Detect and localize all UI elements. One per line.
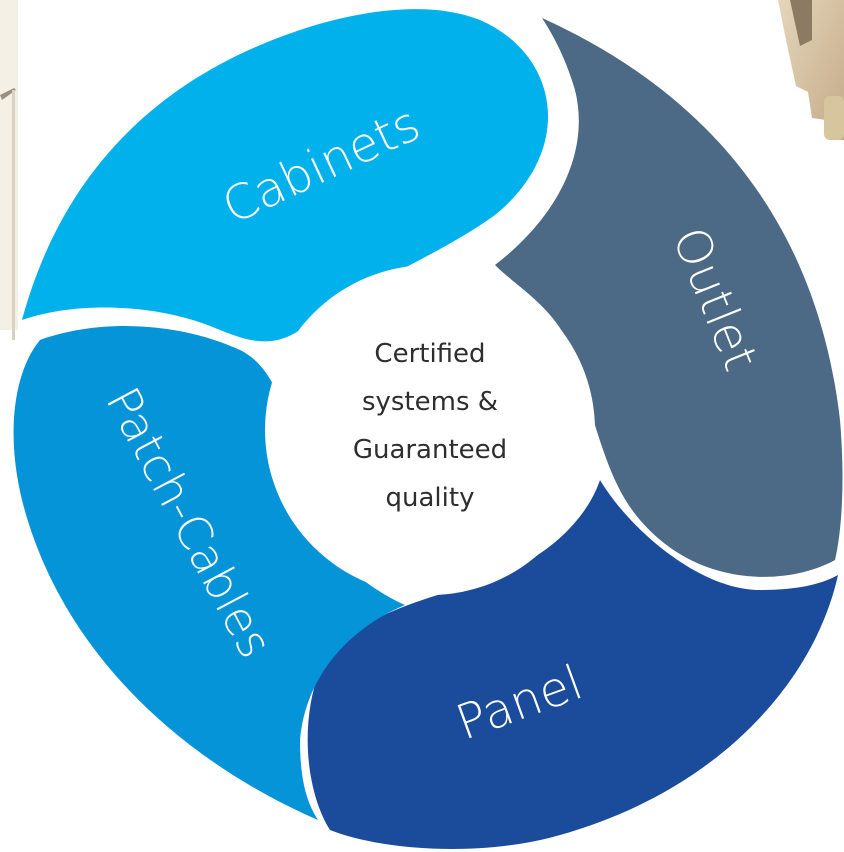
center-circle: [265, 265, 595, 595]
segment-panel: [307, 480, 838, 849]
center-line-2: systems &: [362, 387, 498, 417]
left-photo-fragment: [0, 0, 18, 340]
center-line-3: Guaranteed: [353, 435, 507, 465]
segment-outlet: [495, 18, 843, 577]
segment-cabinets: [22, 9, 549, 342]
center-line-1: Certified: [374, 339, 485, 369]
top-right-photo-fragment: [778, 0, 844, 140]
center-text: Certified systems & Guaranteed quality: [353, 339, 507, 513]
segment-patch-cables: [13, 326, 405, 820]
center-line-4: quality: [386, 483, 475, 513]
